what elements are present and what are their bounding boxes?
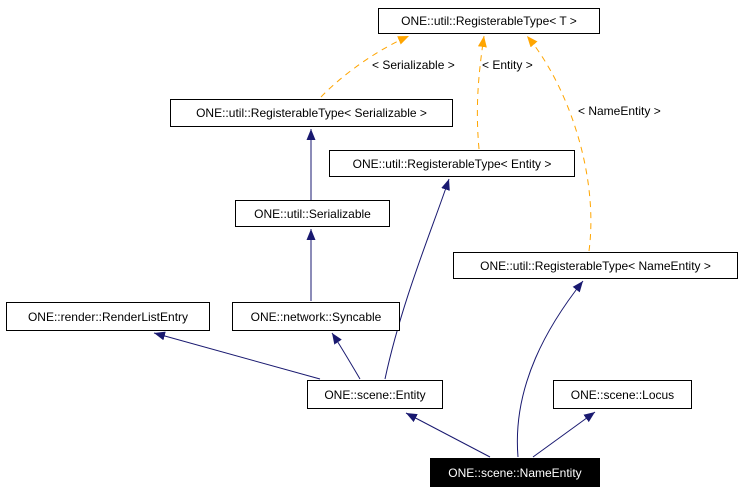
edge-nameentity-to-locus — [532, 411, 596, 458]
edge-entity-to-syncable — [331, 332, 361, 380]
node-one-scene-locus[interactable]: ONE::scene::Locus — [553, 380, 692, 409]
edge-nameentity-to-registerable-nameentity — [516, 280, 584, 458]
edge-registerable-entity-to-registerable-t — [476, 35, 487, 150]
edge-entity-to-registerable-entity — [384, 178, 450, 380]
node-one-util-registerabletype-serializable[interactable]: ONE::util::RegisterableType< Serializabl… — [170, 99, 453, 127]
node-one-network-syncable[interactable]: ONE::network::Syncable — [232, 302, 400, 331]
edge-label-serializable: < Serializable > — [372, 58, 455, 72]
edge-label-nameentity: < NameEntity > — [578, 104, 661, 118]
node-one-util-registerabletype-entity[interactable]: ONE::util::RegisterableType< Entity > — [329, 150, 575, 177]
node-one-util-registerabletype-t[interactable]: ONE::util::RegisterableType< T > — [378, 8, 600, 34]
edge-nameentity-to-entity — [405, 412, 491, 458]
edge-registerable-nameentity-to-registerable-t — [526, 35, 592, 252]
edge-entity-to-renderlistentry — [153, 331, 321, 380]
node-one-util-serializable[interactable]: ONE::util::Serializable — [235, 200, 390, 227]
node-one-render-renderlistentry[interactable]: ONE::render::RenderListEntry — [6, 302, 210, 331]
node-one-scene-nameentity: ONE::scene::NameEntity — [430, 458, 600, 487]
edge-label-entity: < Entity > — [482, 58, 533, 72]
node-one-util-registerabletype-nameentity[interactable]: ONE::util::RegisterableType< NameEntity … — [453, 252, 738, 279]
edge-registerable-serializable-to-registerable-t — [320, 35, 410, 98]
node-one-scene-entity[interactable]: ONE::scene::Entity — [307, 380, 443, 409]
